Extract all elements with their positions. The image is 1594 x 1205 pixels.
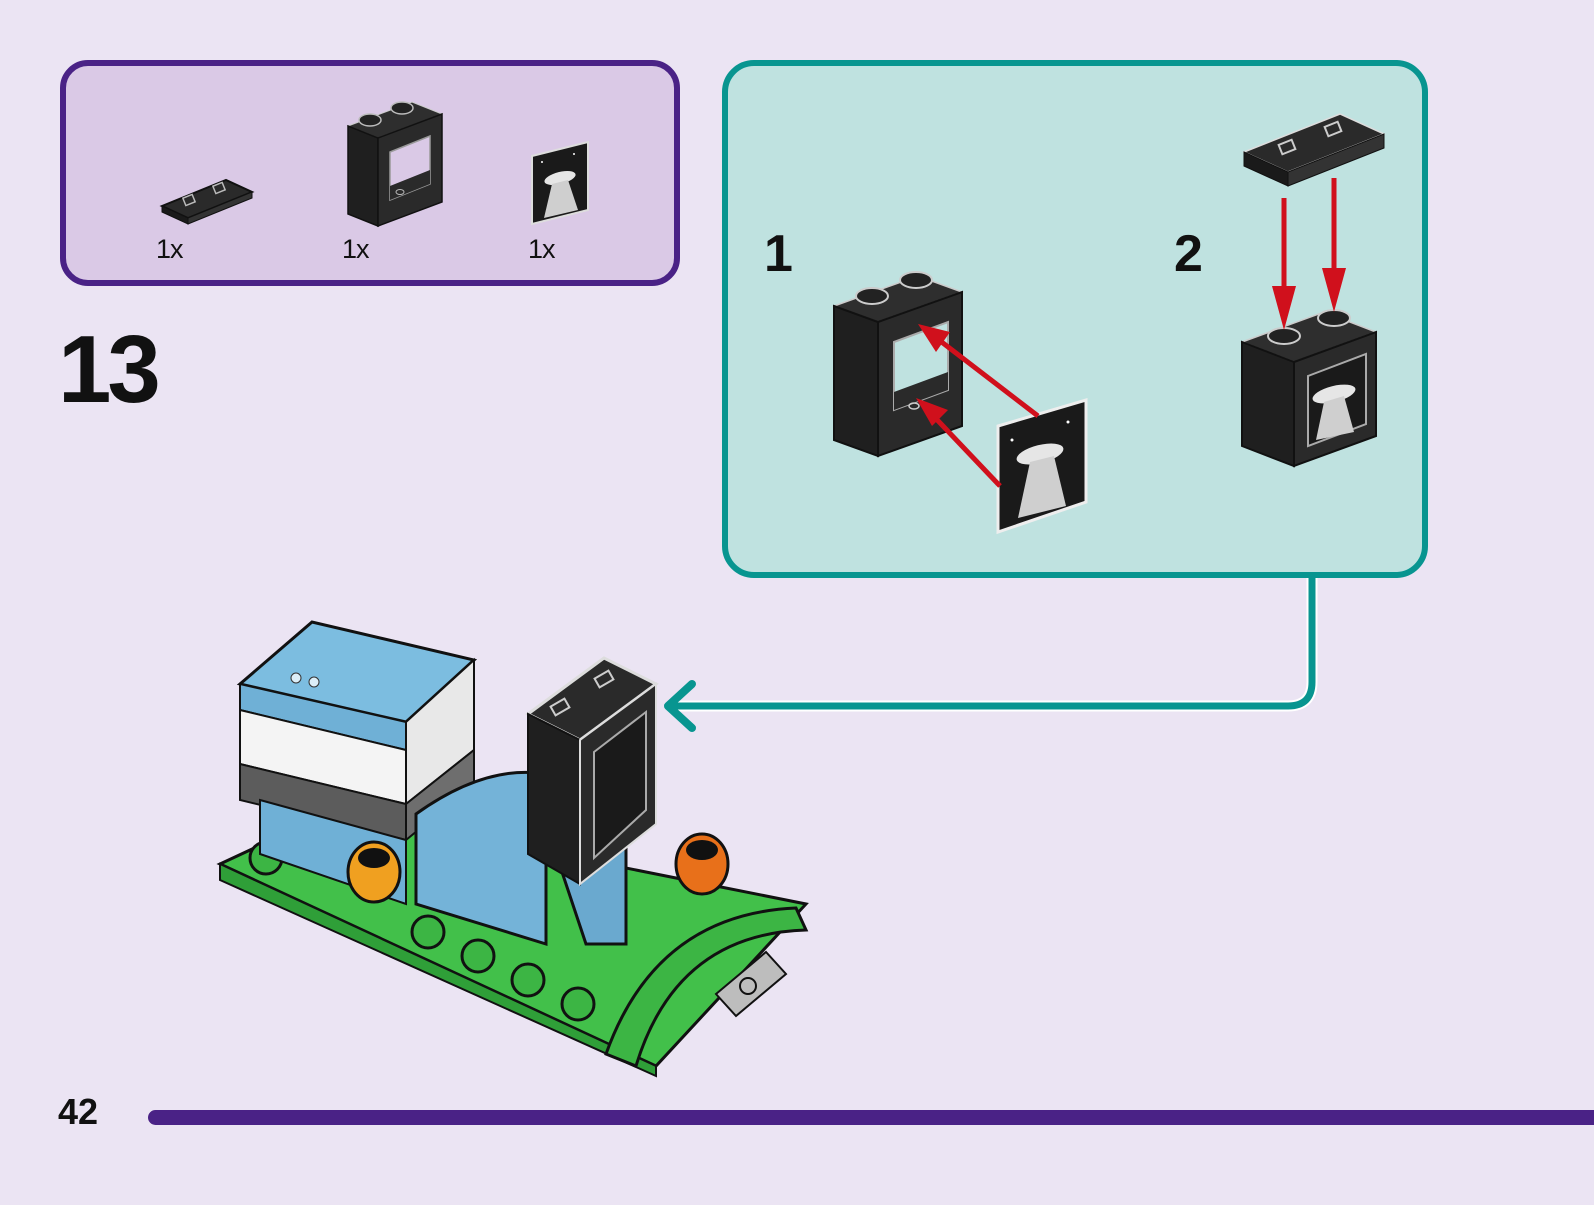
orange-flower [346, 840, 402, 904]
part-quantity: 1x [528, 234, 556, 264]
part-quantity: 1x [342, 234, 370, 264]
model-assembly-illustration [216, 620, 809, 1078]
sub-step-label-1: 1 [764, 225, 793, 283]
ufo-pane-icon [996, 397, 1088, 535]
sub-step-1-illustration [831, 271, 1088, 535]
tile-brick-icon [1242, 113, 1386, 187]
sub-step-2-illustration [1239, 113, 1386, 468]
orange-flower [674, 832, 730, 896]
footer-divider-bar [148, 1110, 1594, 1125]
press-down-arrow-icon [1272, 178, 1346, 330]
part-quantity: 1x [156, 234, 184, 264]
step-number: 13 [58, 316, 161, 423]
parts-list-box: 1x 1x 1x [60, 60, 680, 286]
black-window-frame-added [525, 656, 659, 887]
insert-arrow-icon [916, 324, 1040, 488]
ufo-pane-icon [531, 140, 589, 226]
sub-assembly-box: 1 2 [722, 60, 1428, 578]
page-number: 42 [58, 1091, 99, 1132]
window-frame-icon [346, 101, 444, 228]
window-frame-with-pane-icon [1239, 309, 1379, 468]
connector-arrow-icon [664, 578, 1318, 732]
grey-clip-piece [714, 950, 788, 1018]
sub-step-label-2: 2 [1174, 225, 1203, 283]
tile-brick-icon [159, 178, 255, 225]
